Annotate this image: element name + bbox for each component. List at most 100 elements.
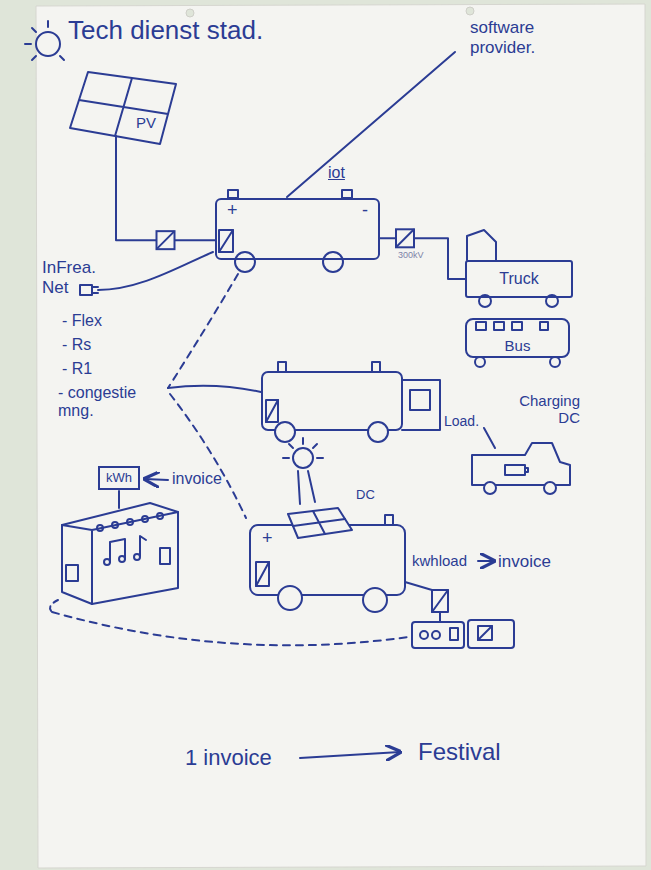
ink-sketch	[25, 21, 570, 758]
solar-truck	[385, 515, 393, 525]
battery-truck	[262, 362, 440, 442]
bus-windows	[512, 322, 522, 330]
converter-symbol	[157, 231, 175, 249]
solar-truck	[250, 525, 405, 595]
bus-windows	[494, 322, 504, 330]
sun-symbol	[283, 438, 323, 504]
handwritten-label: - Rs	[62, 336, 91, 354]
solar-panel-outline	[70, 72, 176, 144]
paper-sheet	[36, 4, 646, 868]
invoice-arrow	[145, 479, 168, 480]
battery-truck-box: +-	[215, 198, 380, 260]
festival-stage	[160, 548, 170, 564]
bus-windows	[540, 322, 548, 330]
festival-stage	[157, 513, 163, 519]
battery-terminal	[342, 190, 352, 198]
wheel	[323, 252, 343, 272]
meter-box: kWh	[98, 466, 140, 490]
wheel	[235, 252, 343, 272]
handwritten-label: 300kV	[398, 250, 424, 260]
battery-truck	[372, 362, 380, 372]
truck-cab	[467, 230, 496, 260]
dashed-route	[168, 386, 261, 392]
wheel	[235, 252, 255, 272]
solar-truck	[256, 562, 269, 586]
charger-symbol	[405, 582, 514, 648]
grid-plug	[80, 285, 92, 295]
handwritten-label: kwhload	[412, 552, 467, 569]
sun-symbol	[25, 21, 64, 60]
bus-windows	[475, 322, 560, 367]
handwritten-label: invoice	[172, 470, 222, 488]
solar-truck	[278, 586, 302, 610]
battery-truck	[275, 422, 295, 442]
node-text: +	[227, 200, 238, 221]
truck-cab	[467, 230, 558, 307]
solar-panel-grid	[79, 78, 168, 136]
battery-truck	[278, 362, 286, 372]
bus-windows	[550, 357, 560, 367]
charger-symbol	[412, 622, 464, 648]
handwritten-label: Load.	[444, 413, 479, 429]
battery-terminal	[228, 190, 238, 198]
converter-symbol	[219, 230, 233, 252]
node-text: -	[362, 200, 368, 221]
battery-truck	[266, 400, 278, 422]
festival-stage	[62, 503, 178, 604]
electric-car	[544, 482, 556, 494]
festival-stage	[62, 512, 178, 604]
power-wire	[116, 136, 215, 240]
charging-car: Charging DC	[470, 392, 580, 492]
handwritten-label: - R1	[62, 360, 92, 378]
electric-car	[505, 465, 525, 475]
festival-stage	[127, 519, 133, 525]
invoice-arrow	[478, 560, 494, 562]
grid-plug	[98, 252, 213, 290]
converter-symbol	[219, 230, 233, 252]
charger-symbol	[432, 631, 440, 639]
converter-symbol	[396, 229, 414, 247]
festival-stage	[66, 565, 78, 581]
handwritten-label: InFrea. Net	[42, 258, 114, 297]
festival-stage	[142, 516, 148, 522]
charger-symbol	[478, 626, 492, 640]
sun-symbol	[293, 448, 313, 468]
converter-symbol	[157, 231, 175, 249]
grid-plug	[80, 252, 213, 295]
handwritten-label: Festival	[418, 738, 501, 766]
node-text: PV	[134, 114, 158, 131]
bus-windows	[475, 357, 485, 367]
handwritten-label: invoice	[498, 552, 551, 572]
charger-symbol	[405, 582, 432, 590]
node-text: Truck	[499, 270, 538, 288]
festival-stage	[62, 503, 178, 604]
converter-symbol	[219, 230, 233, 252]
festival-stage	[134, 554, 140, 560]
festival-stage	[110, 536, 146, 562]
solar-truck	[250, 508, 405, 612]
handwritten-label: - congestie mng.	[58, 384, 154, 421]
solar-truck	[288, 508, 352, 538]
leader-line	[287, 52, 455, 197]
dashed-route	[52, 612, 408, 645]
handwritten-label: software provider.	[470, 18, 580, 57]
festival-stage	[97, 525, 103, 531]
node-text: Charging DC	[510, 392, 580, 427]
handwritten-label: DC	[356, 488, 375, 503]
solar-truck	[293, 511, 345, 534]
sun-symbol	[36, 32, 60, 56]
battery-truck	[266, 400, 278, 422]
battery-truck	[410, 390, 430, 410]
electric-car	[472, 443, 570, 485]
charger-symbol	[478, 626, 492, 640]
dashed-route	[50, 274, 408, 645]
handwritten-label: Tech dienst stad.	[68, 16, 263, 46]
charger-symbol	[432, 590, 448, 622]
solar-panel-outline	[68, 70, 180, 146]
meter-wire	[118, 491, 120, 508]
dashed-route	[50, 600, 58, 612]
